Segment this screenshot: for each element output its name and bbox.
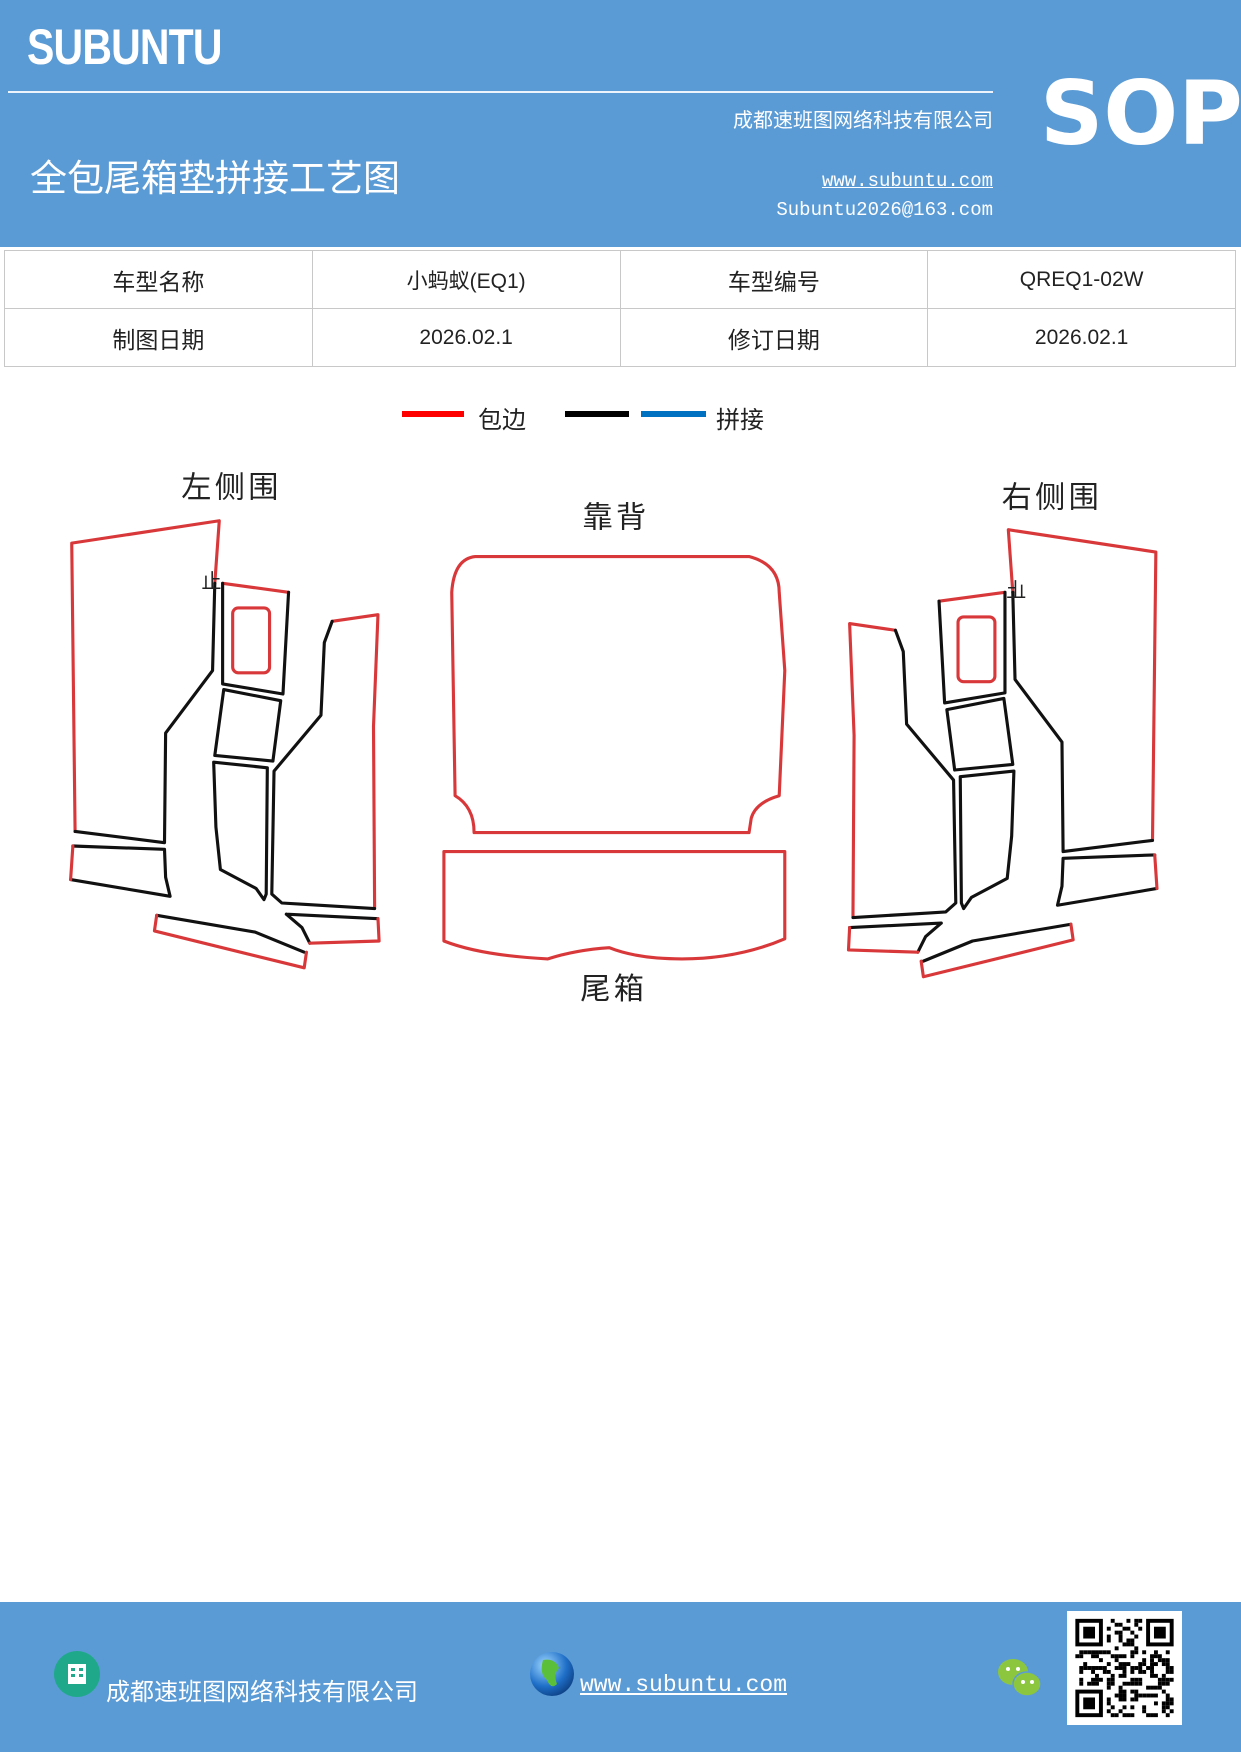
header: SUBUNTU 成都速班图网络科技有限公司 SOP 全包尾箱垫拼接工艺图 www… xyxy=(0,0,1241,247)
seam-line xyxy=(270,619,377,911)
table-row: 车型名称 小蚂蚁(EQ1) 车型编号 QREQ1-02W xyxy=(4,250,1236,309)
cell-value: 2026.02.1 xyxy=(311,308,621,367)
brand-logo: SUBUNTU xyxy=(27,19,223,75)
cell-value: QREQ1-02W xyxy=(927,250,1236,309)
seam-line xyxy=(73,581,217,845)
label-right-side: 右侧围 xyxy=(1002,480,1103,515)
cell-label: 修订日期 xyxy=(619,308,929,367)
label-backrest: 靠背 xyxy=(583,500,650,535)
globe-icon xyxy=(530,1652,574,1696)
edge-line xyxy=(152,913,309,970)
seam-line xyxy=(212,760,269,902)
header-divider xyxy=(8,91,993,93)
seam-line xyxy=(155,913,306,954)
seam-line xyxy=(284,912,380,945)
table-row: 制图日期 2026.02.1 修订日期 2026.02.1 xyxy=(4,308,1236,367)
cell-value: 小蚂蚁(EQ1) xyxy=(311,250,621,309)
qr-code xyxy=(1067,1611,1182,1725)
cell-label: 车型名称 xyxy=(4,250,313,309)
edge-line xyxy=(221,581,291,594)
legend-label: 包边 xyxy=(478,406,526,434)
legend-swatch-blue xyxy=(641,411,706,417)
company-name: 成都速班图网络科技有限公司 xyxy=(733,108,993,132)
edge-line xyxy=(330,613,380,910)
wechat-icon xyxy=(998,1659,1042,1697)
label-trunk: 尾箱 xyxy=(580,972,647,1007)
building-icon xyxy=(54,1651,100,1697)
seam-line xyxy=(213,687,283,763)
footer-company: 成都速班图网络科技有限公司 xyxy=(106,1678,418,1706)
trunk-outline xyxy=(442,850,787,961)
footer: 成都速班图网络科技有限公司 www.subuntu.com xyxy=(0,1602,1241,1752)
email-address: Subuntu2026@163.com xyxy=(776,199,993,221)
seam-line xyxy=(221,581,291,696)
edge-line xyxy=(69,844,75,882)
right-side-panel-group xyxy=(846,528,1159,979)
legend-label: 拼接 xyxy=(716,406,764,434)
stop-mark: 止 xyxy=(201,569,221,593)
page-title: 全包尾箱垫拼接工艺图 xyxy=(30,157,400,200)
backrest-outline xyxy=(450,554,787,835)
cell-value: 2026.02.1 xyxy=(927,308,1236,367)
edge-line xyxy=(70,519,221,834)
legend-swatch-black xyxy=(565,411,629,417)
seam-line xyxy=(69,844,172,898)
splice-diagram: 止 左侧围 靠背 右侧围 尾箱 xyxy=(69,470,1159,1007)
cell-label: 制图日期 xyxy=(4,308,313,367)
info-table: 车型名称 小蚂蚁(EQ1) 车型编号 QREQ1-02W 制图日期 2026.0… xyxy=(4,250,1236,367)
sop-badge: SOP xyxy=(1040,62,1241,165)
footer-website-link[interactable]: www.subuntu.com xyxy=(580,1672,788,1698)
legend: 包边 拼接 xyxy=(0,400,1241,434)
website-link[interactable]: www.subuntu.com xyxy=(821,170,993,192)
edge-line xyxy=(231,606,272,675)
label-left-side: 左侧围 xyxy=(181,470,282,505)
cell-label: 车型编号 xyxy=(619,250,929,309)
legend-swatch-red xyxy=(402,411,464,417)
left-side-panel-group: 止 xyxy=(69,519,381,970)
edge-line xyxy=(308,917,381,945)
